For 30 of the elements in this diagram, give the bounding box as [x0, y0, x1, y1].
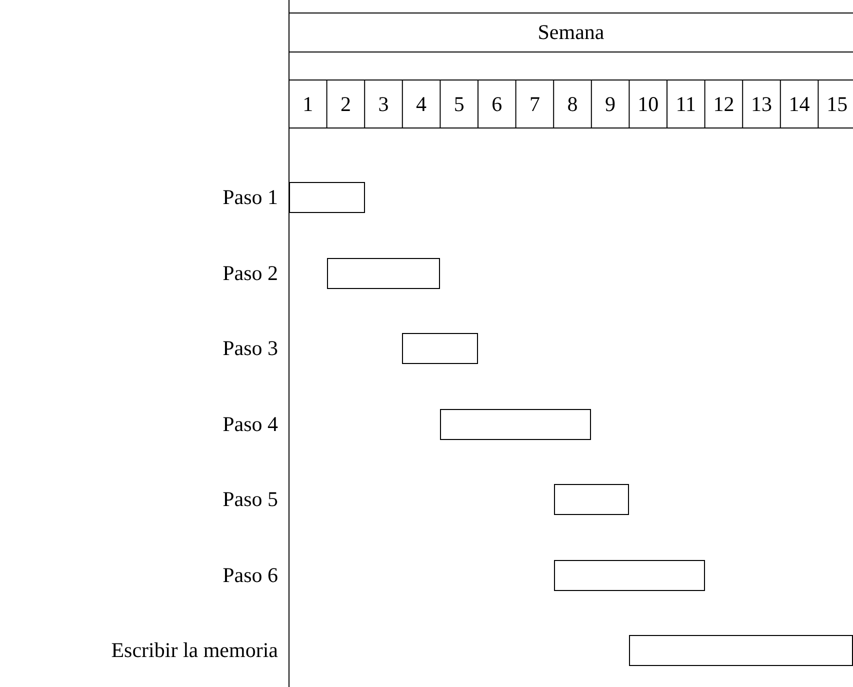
task-bar — [440, 408, 592, 440]
week-number: 13 — [750, 94, 773, 115]
week-number: 3 — [377, 94, 390, 115]
week-number: 15 — [826, 94, 849, 115]
week-number: 7 — [528, 94, 541, 115]
task-bar — [402, 333, 478, 364]
task-label: Paso 2 — [222, 262, 278, 284]
week-number: 11 — [674, 94, 698, 115]
week-number: 9 — [604, 94, 617, 115]
week-number: 8 — [566, 94, 579, 115]
week-number: 10 — [636, 94, 660, 115]
task-bar — [289, 182, 365, 213]
task-label: Paso 3 — [222, 338, 278, 359]
week-number: 2 — [339, 94, 352, 115]
week-number: 14 — [788, 94, 811, 115]
task-bar — [554, 560, 705, 590]
task-label: Paso 6 — [222, 564, 278, 586]
week-number: 1 — [302, 94, 314, 115]
task-bar — [554, 484, 630, 515]
task-label: Paso 4 — [222, 414, 278, 434]
week-number: 4 — [415, 94, 428, 115]
task-label: Escribir la memoria — [111, 640, 278, 661]
task-bar — [326, 258, 440, 288]
task-label: Paso 5 — [222, 489, 278, 510]
task-label: Paso 1 — [222, 187, 278, 208]
column-header: Semana — [536, 22, 606, 43]
week-number: 5 — [452, 94, 466, 115]
week-number: 6 — [490, 94, 504, 115]
task-bar — [629, 635, 853, 666]
week-number: 12 — [712, 94, 736, 115]
